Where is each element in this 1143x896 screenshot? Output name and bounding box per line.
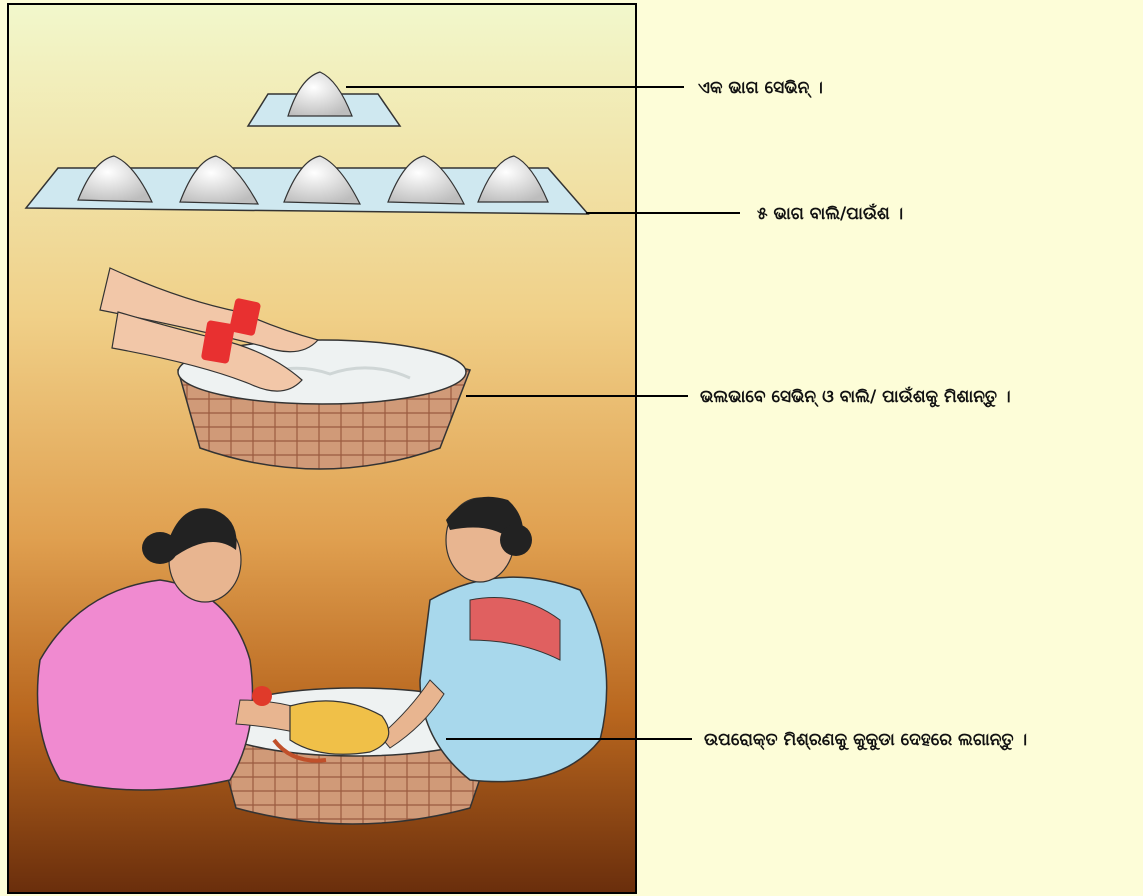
one-part-sevin-pile bbox=[246, 71, 402, 127]
five-parts-sand-ash-piles bbox=[24, 155, 590, 215]
label-step4: ଉପରୋକ୍ତ ମିଶ୍ରଣକୁ କୁକୁଡା ଦେହରେ ଲଗାନ୍ତୁ । bbox=[704, 730, 1028, 750]
mixing-hands bbox=[99, 267, 320, 392]
label-step1: ଏକ ଭାଗ ସେଭିନ୍ । bbox=[698, 78, 823, 98]
chicken bbox=[252, 686, 390, 763]
label-step3: ଭଲଭାବେ ସେଭିନ୍ ଓ ବାଲି/ ପାଉଁଶକୁ ମିଶାନ୍ତୁ । bbox=[700, 387, 1011, 407]
label-step2: ୫ ଭାଗ ବାଲି/ପାଉଁଶ । bbox=[757, 204, 904, 224]
woman-blue-saree bbox=[379, 496, 608, 783]
